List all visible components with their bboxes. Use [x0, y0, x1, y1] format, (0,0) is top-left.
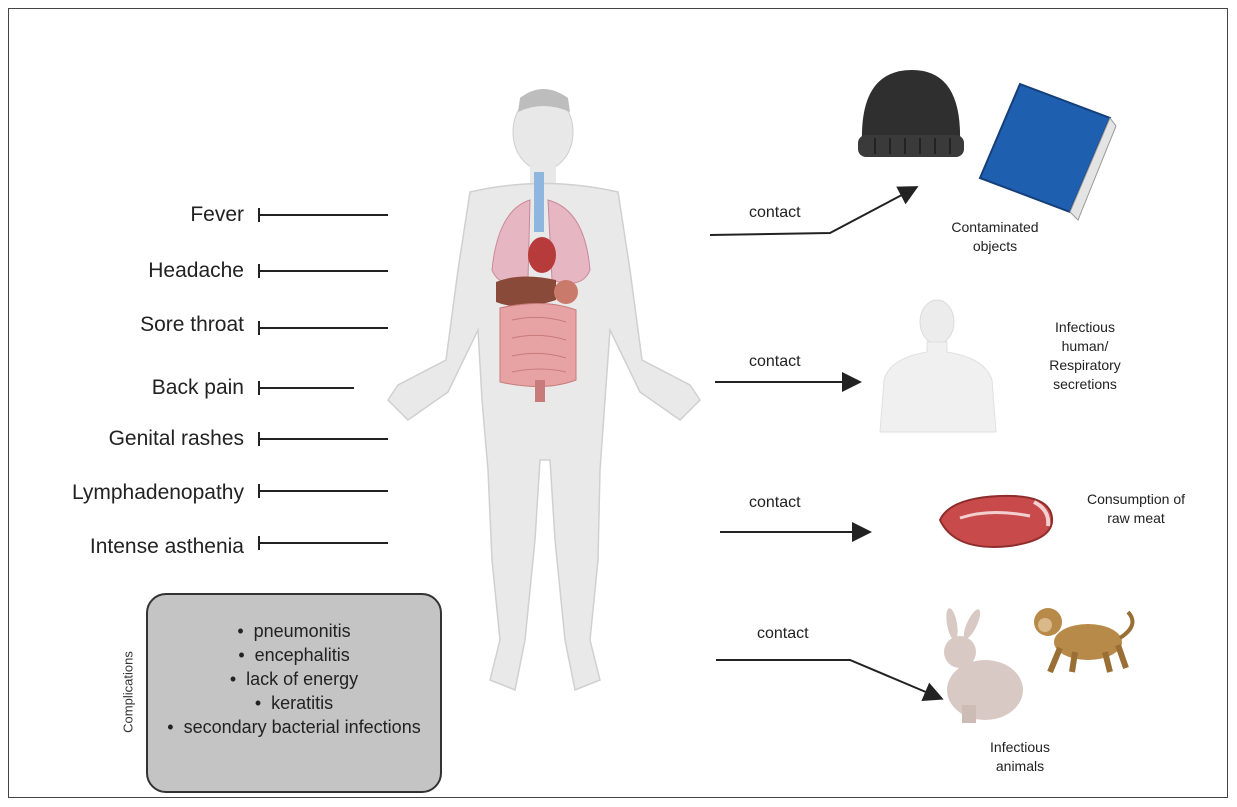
contact-label: contact	[749, 204, 801, 222]
beanie-hat-icon	[858, 70, 964, 157]
contact-arrow	[716, 660, 940, 698]
contact-label: contact	[749, 494, 801, 512]
caption-raw-meat: Consumption of raw meat	[1056, 490, 1216, 528]
contact-label: contact	[749, 353, 801, 371]
contact-label: contact	[757, 625, 809, 643]
raw-meat-icon	[940, 496, 1052, 547]
contact-arrow	[710, 188, 915, 235]
rabbit-icon	[944, 607, 1023, 723]
book-icon	[980, 84, 1116, 220]
human-body-icon	[388, 89, 700, 690]
human-silhouette-icon	[880, 300, 996, 432]
monkey-icon	[1034, 608, 1133, 672]
caption-infectious-human: Infectious human/ Respiratory secretions	[1020, 318, 1150, 394]
caption-infectious-animals: Infectious animals	[955, 738, 1085, 776]
caption-contaminated-objects: Contaminated objects	[930, 218, 1060, 256]
